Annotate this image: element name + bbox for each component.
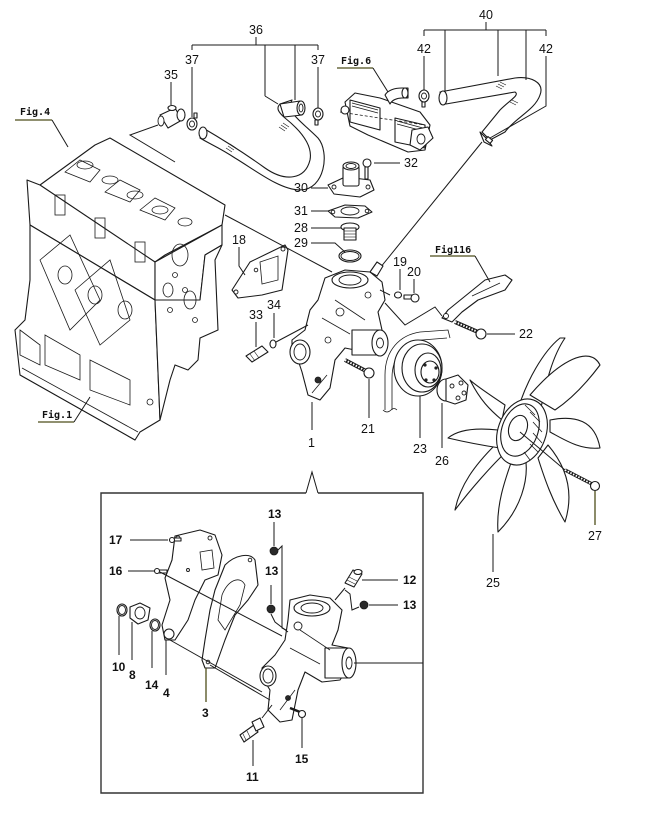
callout-10[interactable]: 10 [112,660,126,674]
plug-13-top [269,546,279,556]
bolt-32 [362,158,372,180]
hose-kit-36 [157,99,325,191]
callout-8[interactable]: 8 [129,668,136,682]
callout-13-top[interactable]: 13 [268,507,282,521]
fig1-label[interactable]: Fig.1 [42,409,72,421]
callout-35[interactable]: 35 [164,68,178,82]
bolt-15 [289,706,307,719]
water-pump-detail [259,594,357,723]
callout-31[interactable]: 31 [294,204,308,218]
fan-25 [447,337,601,533]
bolt-21 [344,358,375,379]
fig6-reference[interactable]: Fig.6 [337,55,389,93]
egr-cooler [339,87,434,153]
fig6-label[interactable]: Fig.6 [341,55,371,67]
callout-22[interactable]: 22 [519,327,533,341]
callout-32[interactable]: 32 [404,156,418,170]
gasket-plate-4 [163,628,175,640]
callout-13-right[interactable]: 13 [403,598,417,612]
spacer-26 [436,374,469,405]
callout-37-right[interactable]: 37 [311,53,325,67]
fig1-reference[interactable]: Fig.1 [38,396,91,423]
callout-13-mid[interactable]: 13 [265,564,279,578]
callout-16[interactable]: 16 [109,564,123,578]
callout-29[interactable]: 29 [294,236,308,250]
callout-4[interactable]: 4 [163,686,170,700]
callout-42-right[interactable]: 42 [539,42,553,56]
engine-block [14,137,226,441]
callout-37-left[interactable]: 37 [185,53,199,67]
thermostat-28 [340,222,360,241]
callout-21[interactable]: 21 [361,422,375,436]
hose-clamp-37-left [186,112,198,131]
callout-20[interactable]: 20 [407,265,421,279]
gasket-17-plate [161,529,223,641]
hose-clamp-37-right [312,107,324,126]
callout-27[interactable]: 27 [588,529,602,543]
callout-40[interactable]: 40 [479,8,493,22]
oring-10 [116,603,128,617]
callout-25[interactable]: 25 [486,576,500,590]
bolt-27 [519,431,601,492]
callout-leaders-36 [128,37,319,163]
bolt-20 [403,293,420,303]
callout-3[interactable]: 3 [202,706,209,720]
fig116-bracket [441,274,513,323]
seal-8 [129,602,151,625]
detail-box [100,470,424,794]
fig116-label[interactable]: Fig116 [435,244,471,256]
washer-34 [269,339,277,349]
callout-leaders-40 [379,22,547,269]
callout-14[interactable]: 14 [145,678,159,692]
sensor-33 [245,345,269,363]
callout-42-left[interactable]: 42 [417,42,431,56]
hose-kit-40 [438,77,542,147]
callout-28[interactable]: 28 [294,221,308,235]
callout-23[interactable]: 23 [413,442,427,456]
plug-13-right [359,600,369,610]
bolt-17 [168,536,182,544]
callout-18[interactable]: 18 [232,233,246,247]
fig4-reference[interactable]: Fig.4 [15,106,69,148]
hose-clamp-42-left [418,89,430,108]
washer-19 [393,291,403,299]
gasket-31 [327,204,373,219]
water-pump-main [289,261,389,401]
thermostat-cover-30 [327,161,375,198]
callout-11[interactable]: 11 [246,770,259,784]
callout-26[interactable]: 26 [435,454,449,468]
callout-17[interactable]: 17 [109,533,123,547]
callout-1[interactable]: 1 [308,436,315,450]
callout-15[interactable]: 15 [295,752,309,766]
callout-19[interactable]: 19 [393,255,407,269]
callout-36[interactable]: 36 [249,23,263,37]
union-joint-35 [157,104,186,129]
gasket-18 [231,244,289,299]
fitting-11 [239,717,265,743]
callout-12[interactable]: 12 [403,573,417,587]
oring-14 [149,618,161,632]
pulley-23 [393,339,443,397]
callout-33[interactable]: 33 [249,308,263,322]
bolt-22 [454,320,487,340]
oring-29 [338,249,362,263]
plug-13-mid [266,604,276,614]
callout-34[interactable]: 34 [267,298,281,312]
fig4-label[interactable]: Fig.4 [20,106,50,118]
fig116-reference[interactable]: Fig116 [430,244,491,283]
callout-30[interactable]: 30 [294,181,308,195]
fitting-12 [344,568,363,588]
